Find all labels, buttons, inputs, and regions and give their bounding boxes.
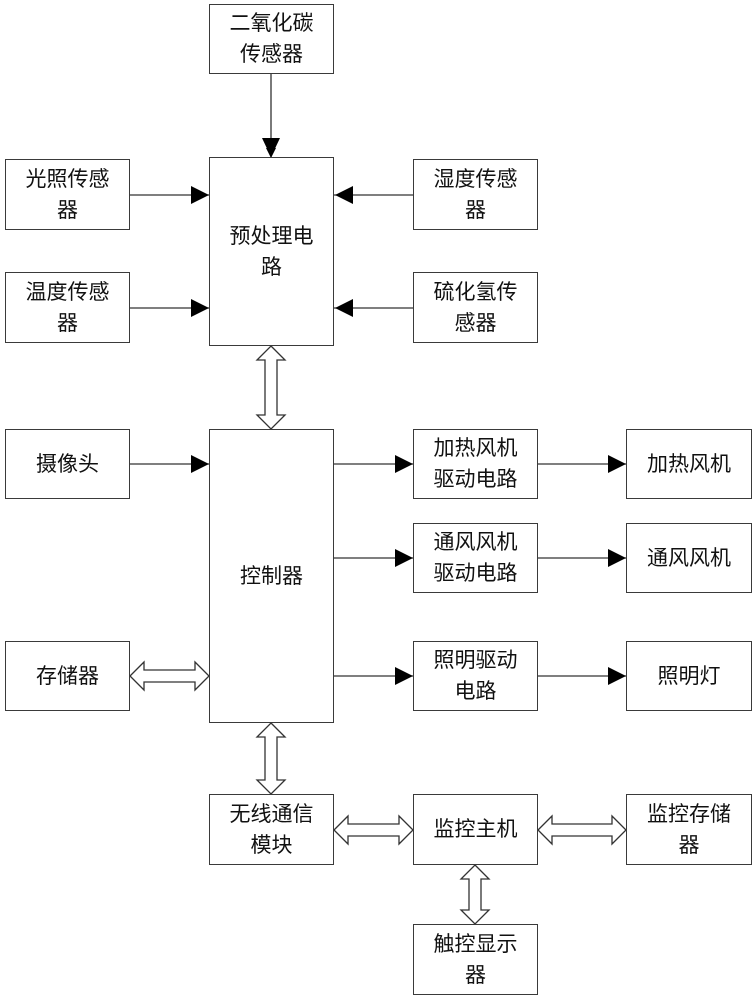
preprocessing-circuit-box: 预处理电路 (209, 157, 334, 346)
camera-box: 摄像头 (5, 429, 130, 499)
storage-box: 存储器 (5, 641, 130, 711)
camera-label: 摄像头 (36, 451, 99, 476)
co2-sensor-box: 二氧化碳传感器 (209, 4, 334, 74)
monitoring-storage-box: 监控存储器 (626, 794, 752, 865)
humidity-sensor-box: 湿度传感器 (413, 159, 538, 230)
co2-sensor-label: 二氧化碳传感器 (229, 11, 314, 66)
lighting-driver-box: 照明驱动电路 (413, 641, 538, 711)
wireless-module-box: 无线通信模块 (209, 794, 334, 865)
controller-label: 控制器 (240, 563, 303, 588)
lighting-driver-label: 照明驱动电路 (433, 648, 518, 703)
arrowhead (335, 186, 353, 204)
wireless-module-label: 无线通信模块 (229, 801, 314, 857)
arrowhead (608, 549, 626, 567)
temperature-sensor-label: 温度传感器 (25, 279, 110, 335)
ventilation-fan-box: 通风风机 (626, 523, 752, 593)
monitoring-host-label: 监控主机 (433, 817, 518, 841)
bidirectional-arrow-host-touch (459, 864, 491, 925)
preprocessing-circuit-label: 预处理电路 (229, 223, 314, 279)
arrowhead (191, 299, 209, 317)
ventilation-fan-label: 通风风机 (647, 545, 731, 570)
arrowhead (262, 138, 280, 157)
bidirectional-arrow-host-monitor-storage (537, 814, 627, 846)
arrowhead (395, 455, 413, 473)
monitoring-storage-label: 监控存储器 (647, 801, 731, 857)
arrowhead (395, 667, 413, 685)
bidirectional-arrow-controller-wireless (255, 722, 287, 795)
arrowhead (608, 455, 626, 473)
bidirectional-arrow-preprocess-controller (255, 345, 287, 430)
arrowhead (395, 549, 413, 567)
monitoring-host-box: 监控主机 (413, 794, 538, 865)
light-sensor-label: 光照传感器 (25, 166, 110, 222)
arrowhead (191, 455, 209, 473)
heating-fan-label: 加热风机 (647, 451, 731, 476)
touch-display-label: 触控显示器 (433, 931, 518, 987)
h2s-sensor-label: 硫化氢传感器 (433, 279, 518, 335)
arrowhead (608, 667, 626, 685)
arrowhead (335, 299, 353, 317)
heating-fan-driver-label: 加热风机驱动电路 (433, 436, 518, 491)
ventilation-fan-driver-label: 通风风机驱动电路 (433, 530, 518, 585)
humidity-sensor-label: 湿度传感器 (433, 166, 518, 222)
controller-box: 控制器 (209, 429, 334, 723)
lighting-lamp-label: 照明灯 (657, 663, 721, 688)
light-sensor-box: 光照传感器 (5, 159, 130, 230)
temperature-sensor-box: 温度传感器 (5, 272, 130, 343)
h2s-sensor-box: 硫化氢传感器 (413, 272, 538, 343)
bidirectional-arrow-storage-controller (129, 660, 210, 692)
lighting-lamp-box: 照明灯 (626, 641, 752, 711)
heating-fan-box: 加热风机 (626, 429, 752, 499)
bidirectional-arrow-wireless-host (333, 814, 414, 846)
arrowhead (191, 186, 209, 204)
heating-fan-driver-box: 加热风机驱动电路 (413, 429, 538, 499)
storage-label: 存储器 (36, 663, 99, 688)
touch-display-box: 触控显示器 (413, 924, 538, 995)
ventilation-fan-driver-box: 通风风机驱动电路 (413, 523, 538, 593)
